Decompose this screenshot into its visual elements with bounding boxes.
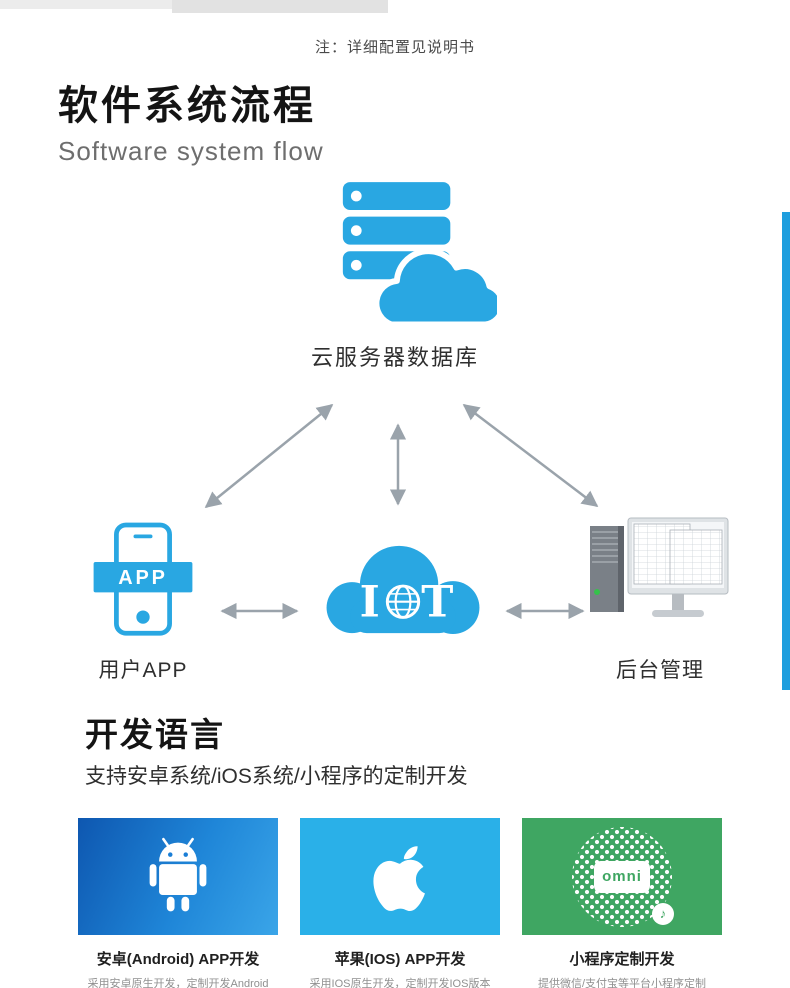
iot-letter-t: T (421, 577, 453, 627)
qr-brand: omni (594, 860, 650, 893)
ios-card-visual (300, 818, 500, 935)
right-edge-accent-bar (782, 212, 790, 690)
flow-section-header: 软件系统流程 Software system flow (58, 84, 324, 167)
card-miniprogram: omni ♪ 小程序定制开发 提供微信/支付宝等平台小程序定制 (522, 818, 722, 988)
android-robot-icon (149, 837, 207, 911)
card-desc: 采用安卓原生开发，定制开发Android (87, 978, 269, 988)
card-title: 小程序定制开发 (569, 951, 675, 968)
miniprogram-card-visual: omni ♪ (522, 818, 722, 935)
top-remnant-right (172, 0, 388, 13)
card-desc: 采用IOS原生开发，定制开发IOS版本 (309, 978, 491, 988)
app-badge: APP (118, 567, 168, 589)
flow-arrows (204, 403, 599, 620)
dev-section-header: 开发语言 (85, 708, 225, 756)
arrow-server-app (204, 403, 334, 509)
admin-computer-icon (590, 517, 729, 617)
top-remnant-left (0, 0, 190, 9)
iot-letter-i: I (360, 577, 380, 627)
flow-subtitle: Software system flow (58, 136, 324, 166)
arrow-server-admin (462, 404, 599, 507)
config-note: 注：详细配置见说明书 (314, 39, 475, 56)
cloud-server-database-icon (342, 182, 497, 328)
card-desc: 提供微信/支付宝等平台小程序定制 (537, 978, 707, 988)
dev-subtitle: 支持安卓系统/iOS系统/小程序的定制开发 (85, 765, 468, 788)
card-title: 苹果(IOS) APP开发 (334, 951, 466, 968)
card-ios-app: 苹果(IOS) APP开发 采用IOS原生开发，定制开发IOS版本 (300, 818, 500, 988)
qr-code: omni ♪ (572, 826, 674, 927)
globe-icon (385, 584, 421, 619)
flow-title: 软件系统流程 (58, 84, 316, 128)
card-android-app: 安卓(Android) APP开发 采用安卓原生开发，定制开发Android (78, 818, 278, 988)
server-label: 云服务器数据库 (310, 345, 479, 370)
app-label: 用户APP (98, 659, 188, 682)
user-app-phone-icon: APP (93, 522, 193, 636)
card-title: 安卓(Android) APP开发 (96, 951, 260, 968)
dev-cards: 安卓(Android) APP开发 采用安卓原生开发，定制开发Android 苹… (78, 818, 722, 988)
dev-title: 开发语言 (85, 716, 225, 753)
admin-label: 后台管理 (616, 659, 704, 682)
music-note-icon: ♪ (652, 902, 674, 925)
apple-icon (373, 845, 425, 911)
cloud-shape (373, 248, 497, 328)
android-card-visual (78, 818, 278, 935)
iot-cloud-icon: I T (326, 545, 480, 635)
